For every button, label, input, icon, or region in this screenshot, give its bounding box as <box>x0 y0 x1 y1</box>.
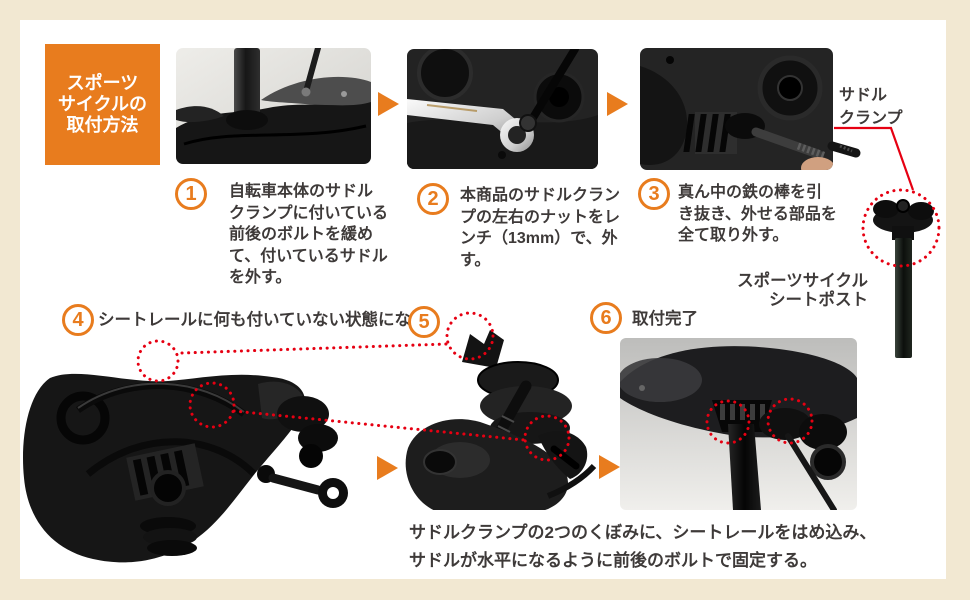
arrow-right-icon <box>377 456 398 480</box>
step-6-photo <box>620 338 857 510</box>
step-3-badge: 3 <box>638 178 670 210</box>
step-4-photo <box>18 338 373 575</box>
step-2-text: 本商品のサドルクラン プの左右のナットをレ ンチ（13mm）で、外 す。 <box>460 187 621 269</box>
step-5-photo <box>398 328 638 519</box>
step-3-text: 真ん中の鉄の棒を引 き抜き、外せる部品を 全て取り外す。 <box>678 184 837 244</box>
step-3-photo <box>640 48 833 170</box>
step-2-number: 2 <box>427 187 439 210</box>
step-1-text: 自転車本体のサドル クランプに付いている 前後のボルトを緩め て、付いているサド… <box>229 183 389 286</box>
bottom-note: サドルクランプの2つのくぼみに、シートレールをはめ込み、 サドルが水平になるよう… <box>409 523 877 570</box>
step-2-photo <box>407 49 598 169</box>
seatpost-label: スポーツサイクル シートポスト <box>737 272 868 309</box>
step-5-badge: 5 <box>408 306 440 338</box>
arrow-right-icon <box>378 92 399 116</box>
step-4-badge: 4 <box>62 304 94 336</box>
title-text: スポーツ サイクルの 取付方法 <box>57 73 148 135</box>
step-3-number: 3 <box>648 182 660 205</box>
step-1-badge: 1 <box>175 178 207 210</box>
arrow-right-icon <box>599 455 620 479</box>
saddle-clamp-label: サドル クランプ <box>839 87 903 127</box>
step-6-badge: 6 <box>590 302 622 334</box>
step-6-text: 取付完了 <box>632 310 698 328</box>
step-2-badge: 2 <box>417 183 449 215</box>
title-box: スポーツ サイクルの 取付方法 <box>45 44 160 165</box>
step-1-photo <box>176 48 371 164</box>
step-1-number: 1 <box>185 182 197 205</box>
step-5-number: 5 <box>418 310 430 333</box>
seatpost-photo <box>858 182 948 367</box>
step-4-text: シートレールに何も付いていない状態になる。 <box>98 311 445 329</box>
step-4-number: 4 <box>72 308 84 331</box>
arrow-right-icon <box>607 92 628 116</box>
step-6-number: 6 <box>600 306 612 329</box>
